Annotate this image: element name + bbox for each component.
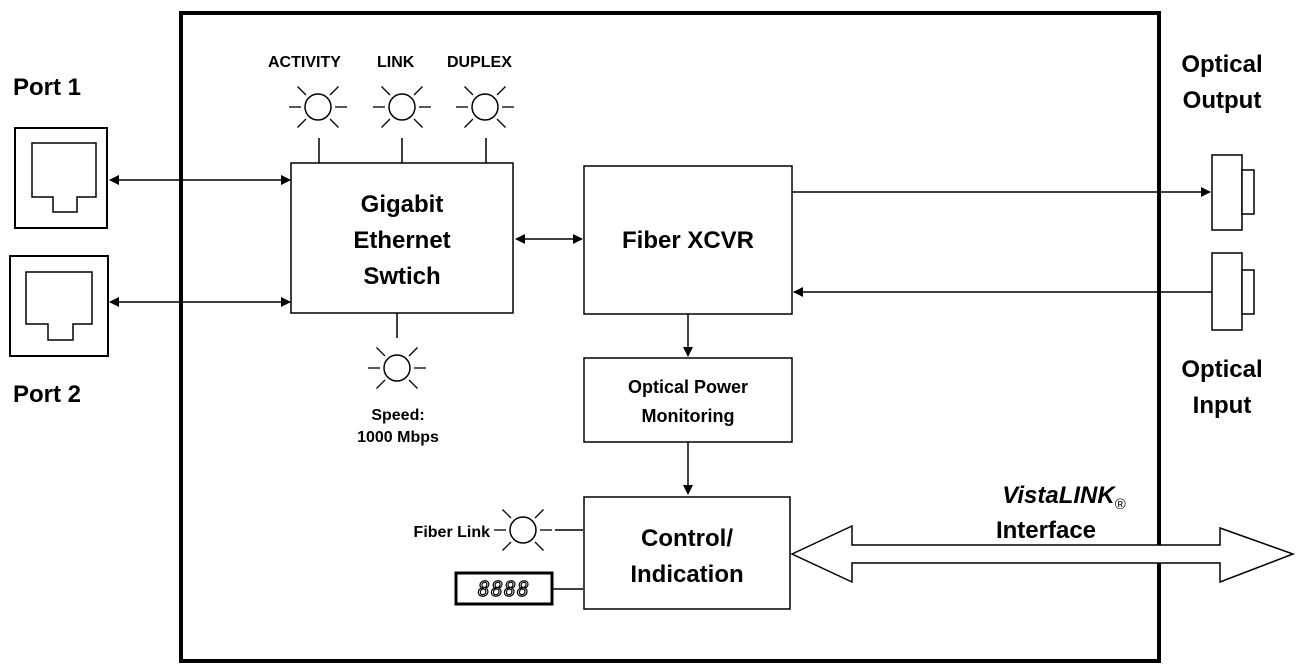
duplex-led-label: DUPLEX xyxy=(447,54,512,71)
led-ray xyxy=(297,118,307,128)
led-ray xyxy=(464,86,474,96)
display-digits: 8888 xyxy=(478,577,530,601)
led-ray xyxy=(534,509,544,519)
led-bulb xyxy=(509,516,537,544)
switch-label-line2: Ethernet xyxy=(353,227,450,254)
optical-input-label-line2: Input xyxy=(1193,392,1252,419)
main-enclosure xyxy=(179,11,1161,663)
led-bulb xyxy=(471,93,499,121)
speed-led-label-line1: Speed: xyxy=(371,407,424,424)
fiber-link-led-icon xyxy=(494,509,552,551)
led-bulb xyxy=(304,93,332,121)
led-ray xyxy=(464,118,474,128)
duplex-led-icon xyxy=(456,86,514,128)
led-ray xyxy=(496,118,506,128)
optical-power-monitoring-block xyxy=(583,357,793,443)
port1-connector xyxy=(14,127,108,229)
led-ray xyxy=(496,86,506,96)
activity-led-icon xyxy=(289,86,347,128)
port2-connector xyxy=(9,255,109,357)
led-ray xyxy=(329,118,339,128)
interface-label: Interface xyxy=(996,517,1096,544)
link-led-icon xyxy=(373,86,431,128)
link-led-label: LINK xyxy=(377,54,415,71)
led-bulb xyxy=(383,354,411,382)
port2-label: Port 2 xyxy=(13,381,81,408)
led-bulb xyxy=(388,93,416,121)
fiber-xcvr-block xyxy=(583,165,793,315)
led-ray xyxy=(381,118,391,128)
opm-label-line2: Monitoring xyxy=(642,406,735,426)
led-ray xyxy=(413,118,423,128)
fiber-xcvr-label: Fiber XCVR xyxy=(622,227,754,254)
led-ray xyxy=(408,379,418,389)
control-label-line1: Control/ xyxy=(641,525,733,552)
optical-input-connector xyxy=(1211,252,1255,331)
optical-output-connector xyxy=(1211,154,1255,231)
led-ray xyxy=(329,86,339,96)
optical-output-label-line2: Output xyxy=(1183,87,1262,114)
port1-label: Port 1 xyxy=(13,74,81,101)
vistalink-brand: VistaLINK xyxy=(1002,482,1116,509)
switch-label-line1: Gigabit xyxy=(361,191,444,218)
control-label-line2: Indication xyxy=(630,561,743,588)
seven-segment-display: 8888 xyxy=(454,571,554,606)
activity-led-label: ACTIVITY xyxy=(268,54,341,71)
led-ray xyxy=(534,541,544,551)
led-ray xyxy=(408,347,418,357)
led-ray xyxy=(376,379,386,389)
led-ray xyxy=(376,347,386,357)
fiber-link-led-label: Fiber Link xyxy=(414,524,491,541)
vistalink-label: VistaLINK® xyxy=(1002,482,1126,513)
speed-led-label-line2: 1000 Mbps xyxy=(357,429,439,446)
led-ray xyxy=(502,541,512,551)
speed-led-icon xyxy=(368,347,426,389)
led-ray xyxy=(413,86,423,96)
vistalink-registered-mark: ® xyxy=(1115,496,1126,513)
led-ray xyxy=(502,509,512,519)
vistalink-interface-arrow xyxy=(790,524,1296,584)
gigabit-switch-block xyxy=(290,162,514,314)
led-ray xyxy=(297,86,307,96)
opm-label-line1: Optical Power xyxy=(628,377,748,397)
optical-input-label-line1: Optical xyxy=(1181,356,1262,383)
control-indication-block xyxy=(583,496,791,610)
led-ray xyxy=(381,86,391,96)
optical-output-label-line1: Optical xyxy=(1181,51,1262,78)
switch-label-line3: Swtich xyxy=(363,263,440,290)
